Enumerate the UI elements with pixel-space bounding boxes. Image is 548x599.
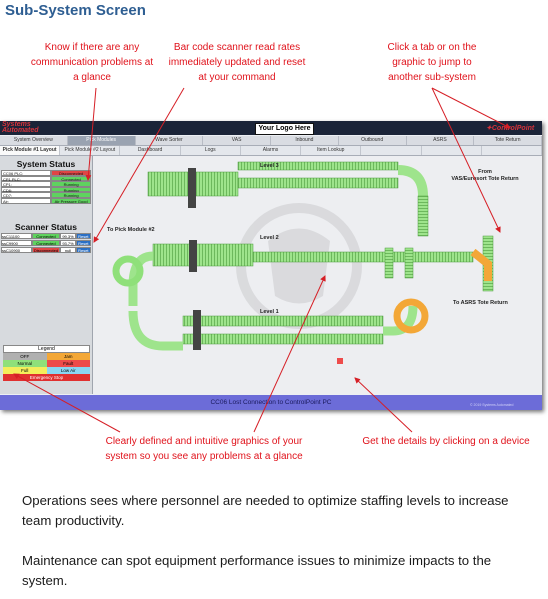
tab-inbound[interactable]: Inbound — [271, 136, 339, 145]
subtab-dashboard[interactable]: Dashboard — [120, 146, 181, 155]
reset-button[interactable]: Reset — [75, 239, 91, 246]
tab-asrs[interactable]: ASRS — [407, 136, 475, 145]
to-pick-module-2-label: To Pick Module #2 — [107, 227, 155, 233]
legend-emergency-stop: Emergency Stop — [3, 374, 90, 381]
subtab-pick-module-2[interactable]: Pick Module #2 Layout — [60, 146, 121, 155]
conveyor-graphic[interactable]: Level 3 Level 2 Level 1 To Pick Module #… — [93, 156, 542, 394]
system-status-row[interactable]: CD6:Running — [1, 186, 91, 193]
level-1-label: Level 1 — [260, 309, 279, 315]
conveyor-layout-svg — [112, 161, 494, 364]
scanner-status-title: Scanner Status — [15, 221, 77, 232]
callout-details: Get the details by clicking on a device — [362, 436, 530, 447]
asrs-return-label: To ASRS Tote Return — [453, 300, 508, 306]
legend-off: OFF — [3, 353, 47, 360]
subtab-logs[interactable]: Logs — [181, 146, 241, 155]
paragraph-operations: Operations sees where personnel are need… — [22, 493, 509, 528]
subtab-empty — [361, 146, 422, 155]
status-bar — [0, 395, 542, 410]
system-status-row[interactable]: CP1 PLC:Connected — [1, 175, 91, 182]
legend-low-air: Low Air — [46, 367, 90, 374]
callout-tabs: Click a tab or on the graphic to jump to… — [387, 42, 477, 83]
system-status-row[interactable]: CD7:Running — [1, 192, 91, 198]
callout-graphics: Clearly defined and intuitive graphics o… — [105, 436, 303, 462]
reset-button[interactable]: Reset — [75, 232, 91, 239]
tab-tote-return[interactable]: Tote Return — [474, 136, 542, 145]
level-2-label: Level 2 — [260, 235, 279, 241]
subtab-pick-module-1[interactable]: Pick Module #1 Layout — [0, 146, 61, 155]
system-status-row[interactable]: CP1:Running — [1, 181, 91, 187]
system-status-row[interactable]: Air:Air Pressure Good — [1, 197, 91, 204]
controlpoint-logo: ✦ControlPoint — [486, 125, 535, 132]
faulted-device[interactable] — [337, 358, 343, 364]
legend-full: Full — [3, 367, 47, 374]
subtab-item-lookup[interactable]: Item Lookup — [301, 146, 362, 155]
level-1-conveyor[interactable] — [128, 298, 429, 351]
tab-pick-modules[interactable]: Pick Modules — [67, 136, 136, 145]
system-status-row[interactable]: CC06 PLC:Disconnected — [1, 170, 91, 176]
subtab-empty — [422, 146, 482, 155]
callout-scanner: Bar code scanner read rates immediately … — [168, 42, 306, 83]
callout-arrows — [13, 87, 511, 433]
level-2-conveyor[interactable] — [112, 235, 494, 306]
sub-tabs: Pick Module #1 Layout Pick Module #2 Lay… — [0, 146, 542, 156]
status-message: CC06 Lost Connection to ControlPoint PC — [210, 399, 332, 406]
level-3-conveyor[interactable] — [147, 161, 429, 237]
legend: Legend OFF Jam Normal Fault Full Low Air… — [3, 345, 90, 381]
system-status-title: System Status — [16, 159, 76, 169]
level-3-label: Level 3 — [260, 163, 279, 169]
callout-communication: Know if there are any communication prob… — [30, 42, 154, 83]
page-title: Sub-System Screen — [5, 2, 146, 19]
legend-title: Legend — [3, 345, 90, 353]
tab-system-overview[interactable]: System Overview — [0, 136, 68, 145]
legend-grid: OFF Jam Normal Fault Full Low Air — [3, 353, 90, 374]
paragraph-maintenance: Maintenance can spot equipment performan… — [22, 553, 492, 588]
tab-vas[interactable]: VAS — [203, 136, 271, 145]
main-tabs: System Overview Pick Modules Wave Sorter… — [0, 136, 542, 146]
controlpoint-icon: ✦ — [486, 125, 492, 132]
legend-fault: Fault — [46, 360, 90, 367]
subtab-alarms[interactable]: Alarms — [241, 146, 302, 155]
your-logo-placeholder: Your Logo Here — [255, 123, 314, 135]
subtab-empty — [482, 146, 542, 155]
copyright: © 2019 Systems Automated — [470, 403, 514, 407]
legend-jam: Jam — [46, 353, 90, 360]
tab-outbound[interactable]: Outbound — [339, 136, 407, 145]
system-status-table: CC06 PLC:Disconnected CP1 PLC:Connected … — [1, 170, 91, 204]
tab-wave-sorter[interactable]: Wave Sorter — [136, 136, 204, 145]
reset-button[interactable]: Reset — [75, 246, 91, 253]
legend-normal: Normal — [3, 360, 47, 367]
